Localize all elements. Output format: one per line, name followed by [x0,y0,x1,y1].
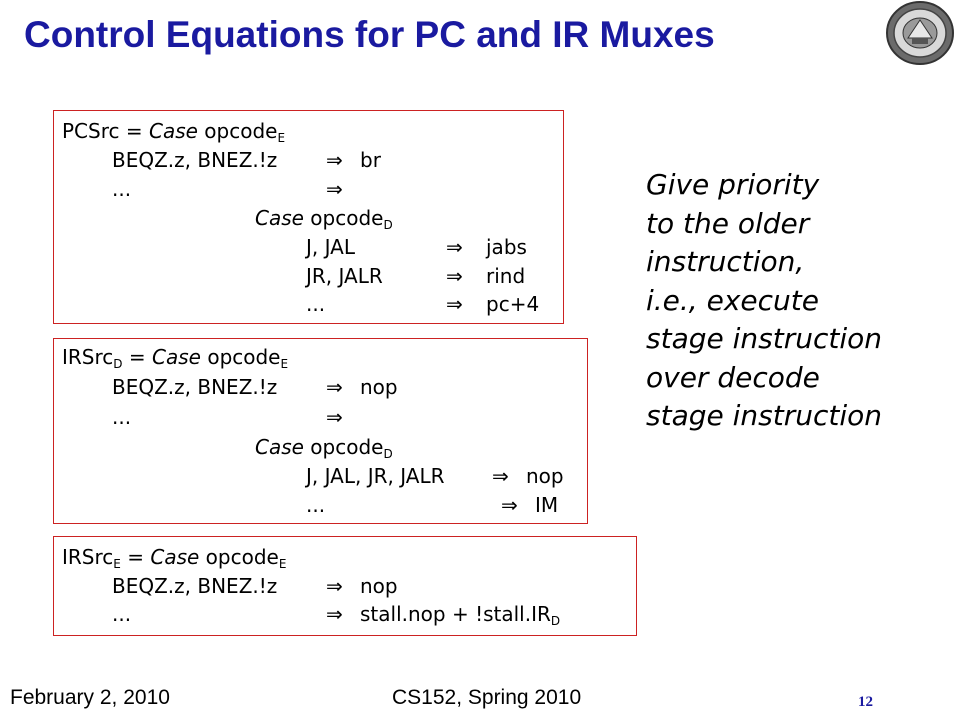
pcsrc-inner-row2-ops: JR, JALR [306,264,383,288]
implies-arrow-icon: ⇒ [446,235,463,259]
equals-sign: = [122,345,153,369]
case-keyword: Case [255,435,304,459]
case-variable: opcode [303,435,384,459]
case-subscript: E [278,557,287,571]
irsrce-lhs: IRSrc [62,545,114,569]
case-variable: opcode [197,119,278,143]
pcsrc-inner-row3-ops: ... [306,292,326,316]
irsrcd-equation-box: IRSrcD = Case opcodeE BEQZ.z, BNEZ.!z ⇒ … [53,338,588,524]
equals-sign: = [120,545,151,569]
irsrcd-inner-row1-ops: J, JAL, JR, JALR [306,464,445,488]
irsrcd-lhs: IRSrc [62,345,114,369]
ir-subscript: D [550,614,561,628]
note-line: Give priority [646,168,820,201]
irsrce-row1-val: nop [360,574,398,598]
pcsrc-equation-box: PCSrc = Case opcodeE BEQZ.z, BNEZ.!z ⇒ b… [53,110,564,324]
pcsrc-inner-row1-val: jabs [486,235,527,259]
irsrce-row1-ops: BEQZ.z, BNEZ.!z [112,574,278,598]
implies-arrow-icon: ⇒ [501,493,518,517]
slide-title: Control Equations for PC and IR Muxes [24,14,715,55]
pcsrc-lhs: PCSrc = [62,119,149,143]
footer-date: February 2, 2010 [10,686,170,709]
case-subscript: E [280,357,289,371]
footer-course: CS152, Spring 2010 [392,686,582,709]
case-subscript: E [277,131,286,145]
irsrce-row2-val: stall.nop + !stall.IRD [360,602,561,628]
note-line: instruction, [646,245,805,278]
irsrce-header: IRSrcE = Case opcodeE [62,545,287,571]
irsrcd-inner-case: Case opcodeD [255,435,393,461]
irsrcd-row1-ops: BEQZ.z, BNEZ.!z [112,375,278,399]
irsrce-equation-box: IRSrcE = Case opcodeE BEQZ.z, BNEZ.!z ⇒ … [53,536,637,636]
case-subscript: D [383,218,393,232]
note-line: stage instruction [646,322,883,355]
implies-arrow-icon: ⇒ [326,574,343,598]
case-keyword: Case [150,545,200,569]
university-seal-icon [886,1,954,65]
implies-arrow-icon: ⇒ [492,464,509,488]
pcsrc-inner-row2-val: rind [486,264,526,288]
priority-note: Give priority to the older instruction, … [646,166,882,436]
irsrcd-inner-row2-ops: ... [306,493,326,517]
pcsrc-header: PCSrc = Case opcodeE [62,119,286,145]
irsrcd-inner-row2-val: IM [535,493,559,517]
page-number: 12 [858,694,873,710]
implies-arrow-icon: ⇒ [326,375,343,399]
implies-arrow-icon: ⇒ [326,148,343,172]
case-variable: opcode [199,545,279,569]
irsrcd-header: IRSrcD = Case opcodeE [62,345,289,371]
case-keyword: Case [152,345,201,369]
pcsrc-inner-row3-val: pc+4 [486,292,540,316]
stall-expression: stall.nop + !stall.IR [360,602,551,626]
irsrce-row2-ops: ... [112,602,132,626]
case-keyword: Case [255,206,304,230]
case-variable: opcode [303,206,384,230]
case-keyword: Case [148,119,198,143]
implies-arrow-icon: ⇒ [326,405,343,429]
irsrcd-row1-val: nop [360,375,398,399]
irsrcd-row2-ops: ... [112,405,132,429]
irsrcd-inner-row1-val: nop [526,464,564,488]
note-line: stage instruction [646,399,883,432]
pcsrc-row1-val: br [360,148,381,172]
implies-arrow-icon: ⇒ [326,177,343,201]
lhs-subscript: E [113,557,121,571]
note-line: over decode [646,360,820,394]
pcsrc-inner-case: Case opcodeD [255,206,393,232]
case-subscript: D [383,447,393,461]
implies-arrow-icon: ⇒ [326,602,343,626]
pcsrc-row2-ops: ... [112,177,132,201]
note-line: to the older [646,206,810,240]
pcsrc-inner-row1-ops: J, JAL [306,235,355,259]
implies-arrow-icon: ⇒ [446,264,463,288]
pcsrc-row1-ops: BEQZ.z, BNEZ.!z [112,148,278,172]
note-line: i.e., execute [646,283,819,317]
lhs-subscript: D [113,357,123,371]
case-variable: opcode [200,345,281,369]
implies-arrow-icon: ⇒ [446,292,463,316]
